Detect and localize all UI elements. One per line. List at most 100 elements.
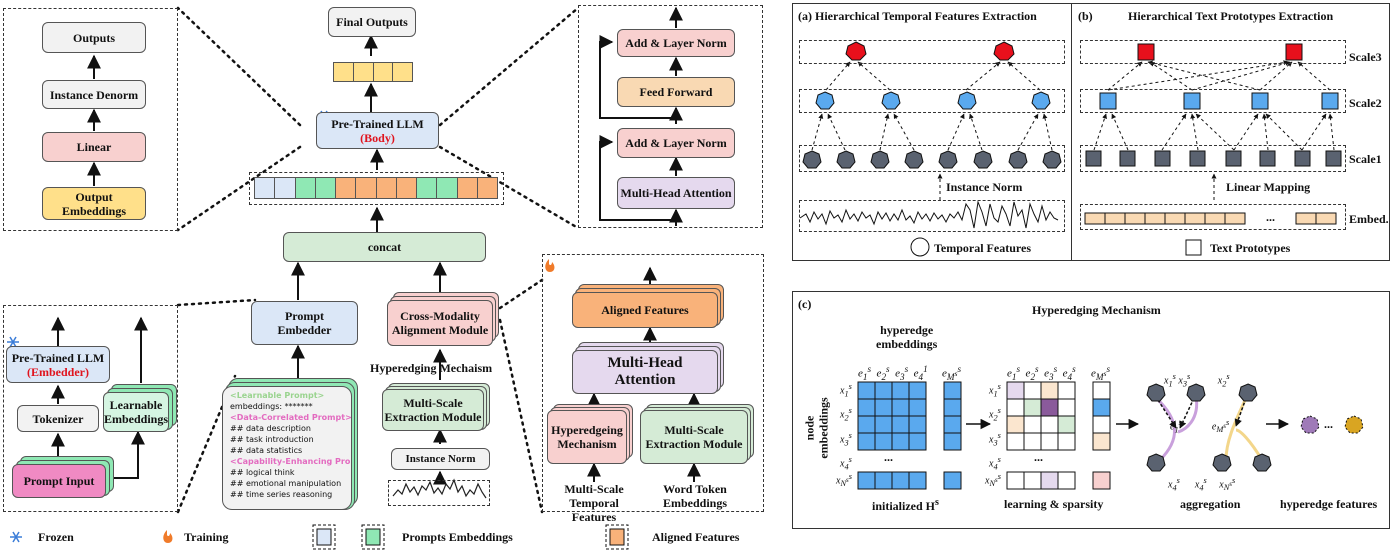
alignment-ms-box: Multi-Scale Extraction Module bbox=[640, 410, 748, 464]
panel-b-title: Hierarchical Text Prototypes Extraction bbox=[1128, 9, 1334, 23]
init-row-last: xNss bbox=[836, 472, 852, 489]
agg-bottom-labels: x4s x4s xNss bbox=[1168, 476, 1236, 493]
bottom-left-line2: Temporal Features bbox=[569, 496, 619, 524]
initialized-text: initialized H bbox=[872, 499, 935, 513]
prompt-line: ## task introduction bbox=[230, 435, 314, 444]
alignment-mha-box: Multi-Head Attention bbox=[572, 350, 718, 394]
legend-aligned-features: Aligned Features bbox=[652, 530, 740, 544]
concat-box: concat bbox=[283, 232, 486, 262]
body-llm-sub: (Body) bbox=[360, 130, 395, 145]
scale1-label: Scale1 bbox=[1349, 152, 1382, 166]
multi-scale-line2: Extraction Module bbox=[384, 410, 482, 424]
embed-frame bbox=[1080, 204, 1346, 230]
alignment-mha-line1: Multi-Head bbox=[607, 355, 683, 371]
aligned-features-box: Aligned Features bbox=[572, 292, 718, 328]
prompt-line: ## data description bbox=[230, 424, 311, 433]
output-embeddings-line2: Embeddings bbox=[61, 203, 127, 218]
scale2-label: Scale2 bbox=[1349, 96, 1382, 110]
instance-denorm-box: Instance Denorm bbox=[42, 80, 146, 109]
learnable-line1: Learnable bbox=[109, 398, 163, 412]
embedder-llm-title: Pre-Trained LLM bbox=[11, 350, 105, 365]
bottom-right-line1: Word Token bbox=[663, 482, 727, 496]
panel-b-scale2-row bbox=[1080, 89, 1346, 113]
panel-a-scale1-row bbox=[799, 145, 1065, 172]
feat-dots: ... bbox=[1324, 417, 1333, 431]
alignment-module-panel bbox=[542, 254, 764, 512]
learn-col-labels: e1s e2s e3s e4s bbox=[1007, 364, 1076, 382]
bottom-left-line1: Multi-Scale bbox=[564, 482, 624, 496]
prompt-line: ## logical think bbox=[230, 468, 295, 477]
prompt-line: ## data statistics bbox=[230, 446, 303, 455]
panel-a-temporal-features: Temporal Features bbox=[934, 241, 1031, 255]
alignment-ms-line1: Multi-Scale bbox=[664, 423, 724, 437]
node-emb-line1: node bbox=[802, 415, 817, 441]
feed-forward-box: Feed Forward bbox=[617, 77, 735, 107]
learn-col-last: eMss bbox=[1091, 364, 1111, 382]
panel-c-frame bbox=[792, 291, 1390, 529]
agg-edge-labels: e1s eMss bbox=[1170, 418, 1230, 435]
node-embeddings-label: node embeddings bbox=[803, 397, 831, 458]
alignment-mha-line2: Attention bbox=[614, 372, 676, 388]
cross-modality-box: Cross-Modality Alignment Module bbox=[387, 300, 493, 346]
multi-scale-extraction-box: Multi-Scale Extraction Module bbox=[382, 389, 484, 431]
prompt-line: embeddings: ******* bbox=[230, 402, 313, 411]
pretrained-llm-embedder-box: Pre-Trained LLM (Embedder) bbox=[6, 346, 110, 383]
panel-ab-divider bbox=[1071, 3, 1072, 261]
pretrained-llm-body-box: Pre-Trained LLM (Body) bbox=[316, 112, 439, 149]
hyperedge-emb-line1: hyperedge bbox=[880, 323, 934, 337]
tokenizer-box: Tokenizer bbox=[17, 405, 99, 432]
panel-a-scale2-row bbox=[799, 89, 1065, 113]
init-dots: ... bbox=[884, 450, 893, 464]
transformer-block-panel bbox=[578, 5, 763, 228]
add-norm-bottom-box: Add & Layer Norm bbox=[617, 128, 735, 158]
hyperedge-embeddings-label: hyperedge embeddings bbox=[876, 323, 937, 351]
cross-modality-line2: Alignment Module bbox=[391, 323, 489, 337]
output-token-strip bbox=[333, 62, 413, 82]
cross-modality-line1: Cross-Modality bbox=[400, 309, 480, 323]
initialized-label: initialized Hs bbox=[872, 497, 939, 514]
aggregation-label: aggregation bbox=[1180, 497, 1241, 511]
multi-head-attention-box: Multi-Head Attention bbox=[617, 177, 735, 209]
panel-a-title: (a) Hierarchical Temporal Features Extra… bbox=[798, 9, 1037, 23]
panel-b-tag: (b) bbox=[1078, 9, 1093, 23]
prompt-line: <Data-Correlated Prompt> bbox=[230, 413, 352, 422]
embedder-llm-sub: (Embedder) bbox=[27, 364, 89, 379]
panel-a-scale3-row bbox=[799, 40, 1065, 64]
embed-label: Embed. bbox=[1349, 212, 1389, 226]
hyperedge-emb-line2: embeddings bbox=[876, 337, 938, 351]
panel-ab-frame bbox=[792, 3, 1390, 261]
linear-mapping-label: Linear Mapping bbox=[1226, 180, 1311, 194]
panel-b-scale3-row bbox=[1080, 40, 1346, 64]
token-sequence-frame bbox=[249, 172, 504, 205]
instance-norm-box: Instance Norm bbox=[391, 448, 490, 470]
add-norm-top-box: Add & Layer Norm bbox=[617, 29, 735, 57]
token-sequence bbox=[254, 177, 498, 199]
panel-a-instance-norm: Instance Norm bbox=[946, 180, 1023, 194]
embed-ellipsis: ... bbox=[1266, 210, 1275, 224]
legend-training: Training bbox=[184, 530, 229, 544]
bottom-right-line2: Embeddings bbox=[662, 496, 728, 510]
body-llm-title: Pre-Trained LLM bbox=[331, 116, 424, 131]
alignment-ms-line2: Extraction Module bbox=[645, 437, 743, 451]
init-col-labels: e1s e2s e3s e41 bbox=[858, 364, 928, 382]
hyperedgeing-box: Hyperedgeing Mechanism bbox=[547, 410, 627, 464]
bottom-left-label: Multi-Scale Temporal Features bbox=[548, 482, 640, 524]
output-head-panel bbox=[3, 8, 178, 231]
panel-c-title: Hyperedging Mechanism bbox=[1032, 303, 1161, 317]
prompt-line: <Learnable Prompt> bbox=[230, 391, 325, 400]
prompt-template-card: <Learnable Prompt> embeddings: ******* <Da… bbox=[222, 386, 352, 510]
learnable-line2: Embeddings bbox=[103, 412, 169, 426]
prompt-embedder-line2: Embedder bbox=[277, 323, 332, 337]
agg-node-labels: x1s x3s x2s bbox=[1164, 372, 1230, 389]
prompt-line: ## emotional manipulation bbox=[230, 479, 342, 488]
embedder-panel bbox=[3, 305, 178, 512]
hyperedging-label: Hyperedging Mechaism bbox=[370, 361, 493, 375]
bottom-right-label: Word Token Embeddings bbox=[660, 482, 730, 510]
init-col-last: eMss bbox=[942, 364, 962, 382]
panel-b-scale1-row bbox=[1080, 145, 1346, 172]
input-series-frame bbox=[388, 480, 490, 506]
multi-scale-line1: Multi-Scale bbox=[403, 396, 463, 410]
hyperedgeing-line2: Mechanism bbox=[557, 437, 617, 451]
